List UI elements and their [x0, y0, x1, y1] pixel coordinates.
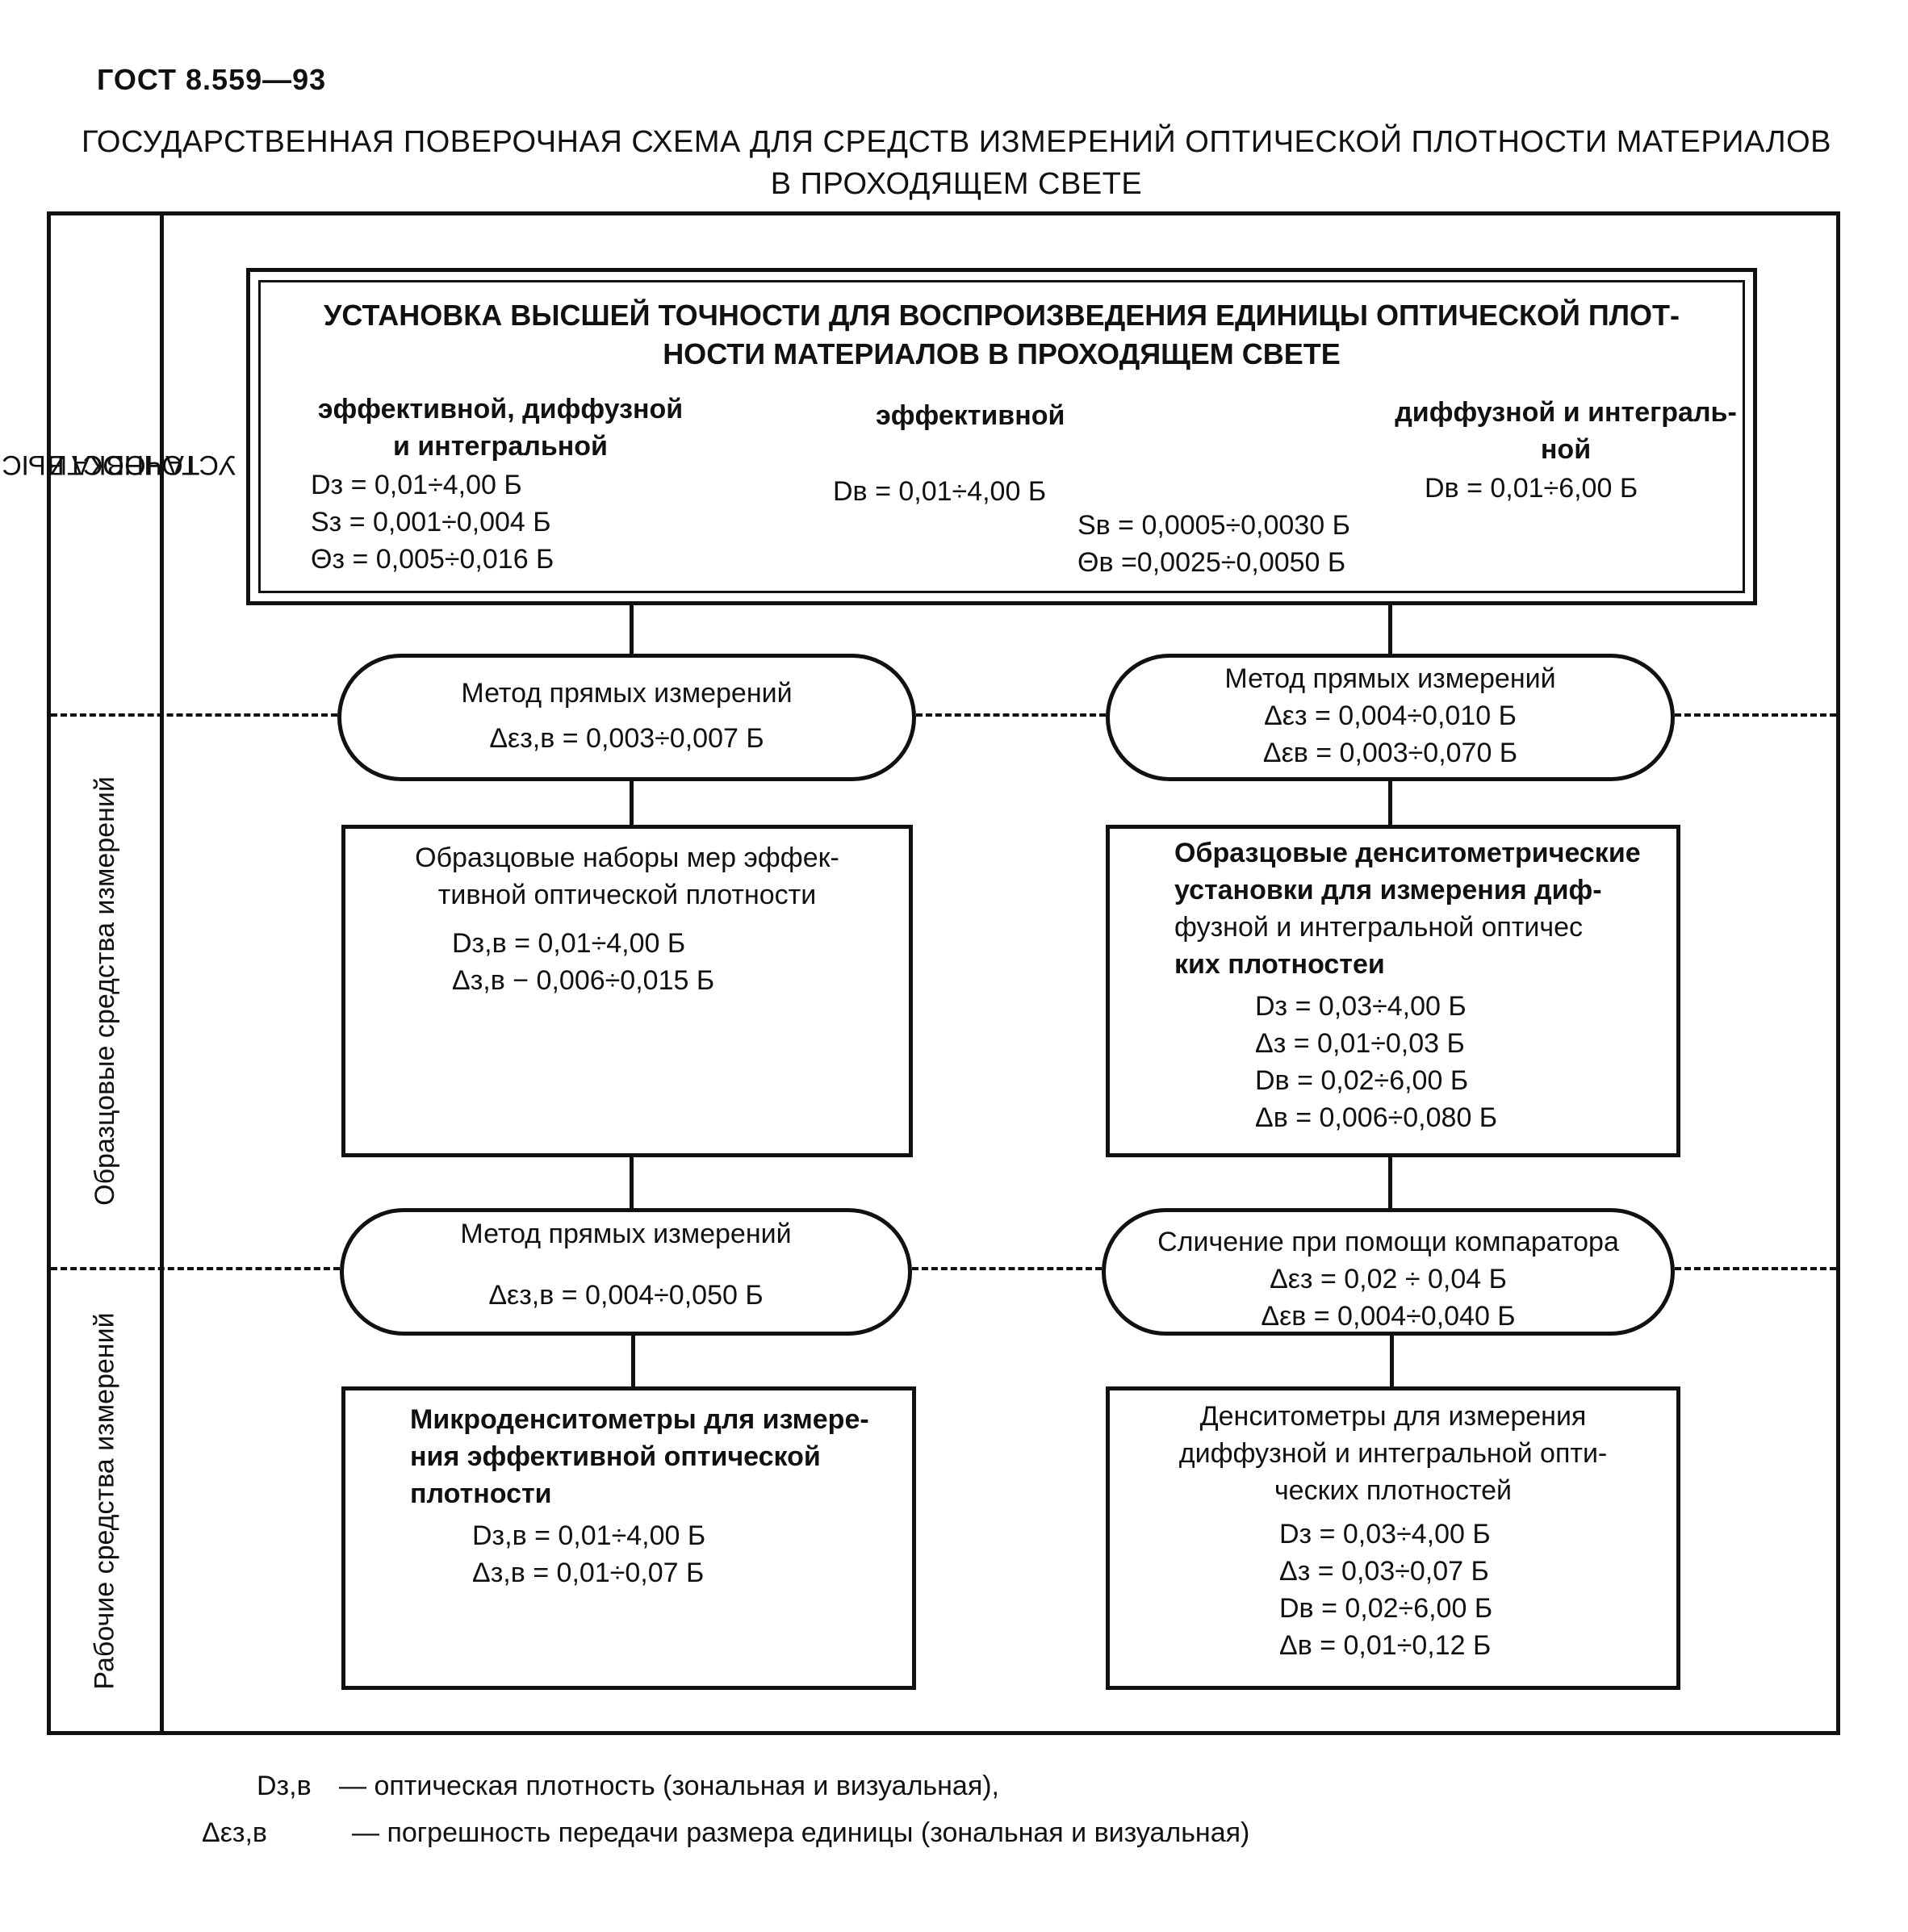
working-densitometers-values: Dз = 0,03÷4,00 Б Δз = 0,03÷0,07 Б Dв = 0… — [1279, 1519, 1493, 1661]
method-direct-right-1 — [1106, 654, 1675, 781]
method-direct-right-1-text: Метод прямых измерений Δεз = 0,004÷0,010… — [1224, 663, 1556, 768]
connector-top-left — [630, 605, 634, 655]
reference-measure-sets-text: Образцовые наборы мер эффек- тивной опти… — [415, 843, 839, 910]
title-line-2: В ПРОХОДЯЩЕМ СВЕТЕ — [770, 167, 1143, 201]
level-separator-1-right — [1675, 713, 1836, 717]
connector-method1-left — [630, 781, 634, 826]
primary-col3-value: Dв = 0,01÷6,00 Б — [1425, 473, 1638, 504]
reference-densitometric-setups-box — [1106, 825, 1680, 1157]
level-label-highest-precision: УСТАНОВКА ВЫСШЕЙ ТОЧНОСТИ — [0, 215, 236, 713]
primary-col3-heading: диффузной и интеграль- ной — [1395, 397, 1737, 465]
primary-standard-box: УСТАНОВКА ВЫСШЕЙ ТОЧНОСТИ ДЛЯ ВОСПРОИЗВЕ… — [246, 268, 1757, 605]
connector-method1-right — [1388, 781, 1392, 826]
connector-ref-left — [630, 1157, 634, 1209]
reference-densitometric-setups-values: Dз = 0,03÷4,00 Б Δз = 0,01÷0,03 Б Dв = 0… — [1255, 991, 1498, 1133]
legend-description-error: — погрешность передачи размера единицы (… — [352, 1817, 1250, 1848]
primary-col2-heading: эффективной — [876, 400, 1065, 431]
connector-ref-right — [1388, 1157, 1392, 1209]
primary-col1-heading: эффективной, диффузной и интегральной — [317, 394, 684, 462]
level-separator-2-right — [1675, 1267, 1836, 1270]
primary-col2-values: Sв = 0,0005÷0,0030 Б Θв =0,0025÷0,0050 Б — [1077, 510, 1350, 578]
legend-symbol-error: Δεз,в — [202, 1817, 267, 1848]
connector-method2-left — [631, 1336, 635, 1388]
level-label-reference: Образцовые средства измерений — [90, 776, 121, 1206]
reference-measure-sets-values: Dз,в = 0,01÷4,00 Б Δз,в − 0,006÷0,015 Б — [452, 928, 715, 996]
legend-symbol-density: Dз,в — [257, 1771, 312, 1801]
sidebar-divider — [160, 211, 164, 1735]
level-label-working: Рабочие средства измерений — [90, 1311, 120, 1690]
primary-standard-title: УСТАНОВКА ВЫСШЕЙ ТОЧНОСТИ ДЛЯ ВОСПРОИЗВЕ… — [324, 299, 1680, 370]
method-direct-left-2 — [340, 1208, 912, 1336]
reference-measure-sets-box — [341, 825, 913, 1157]
page-title: ГОСУДАРСТВЕННАЯ ПОВЕРОЧНАЯ СХЕМА ДЛЯ СРЕ… — [48, 121, 1864, 205]
method-direct-left-1-text: Метод прямых измерений Δεз,в = 0,003÷0,0… — [461, 678, 793, 754]
level-separator-1-mid — [916, 713, 1106, 717]
level-separator-2-left — [51, 1267, 340, 1270]
working-microdensitometers-values: Dз,в = 0,01÷4,00 Б Δз,в = 0,01÷0,07 Б — [472, 1520, 706, 1588]
working-densitometers-box — [1106, 1386, 1680, 1690]
primary-standard-inner-border — [258, 280, 1745, 593]
working-microdensitometers-text: Микроденситометры для измере- ния эффект… — [410, 1404, 869, 1509]
method-comparator-right-2 — [1102, 1208, 1675, 1336]
title-line-1: ГОСУДАРСТВЕННАЯ ПОВЕРОЧНАЯ СХЕМА ДЛЯ СРЕ… — [81, 125, 1831, 159]
method-comparator-right-2-text: Сличение при помощи компаратора Δεз = 0,… — [1157, 1227, 1619, 1332]
connector-top-right — [1388, 605, 1392, 655]
primary-col1-values: Dз = 0,01÷4,00 Б Sз = 0,001÷0,004 Б Θз =… — [311, 470, 554, 575]
reference-densitometric-setups-text: Образцовые денситометрические установки … — [1174, 838, 1641, 980]
method-direct-left-1 — [337, 654, 916, 781]
level-label-line-2: ТОЧНОСТИ — [47, 449, 199, 480]
working-densitometers-text: Денситометры для измерения диффузной и и… — [1178, 1401, 1608, 1506]
working-microdensitometers-box — [341, 1386, 916, 1690]
legend-description-density: — оптическая плотность (зональная и визу… — [339, 1771, 999, 1801]
primary-col2-value-density: Dв = 0,01÷4,00 Б — [833, 476, 1047, 507]
level-separator-2-mid — [912, 1267, 1102, 1270]
document-code: ГОСТ 8.559—93 — [97, 63, 327, 96]
method-direct-left-2-text: Метод прямых измерений Δεз,в = 0,004÷0,0… — [460, 1219, 792, 1311]
scheme-frame — [47, 211, 1840, 1735]
connector-method2-right — [1390, 1336, 1394, 1388]
level-separator-1-left — [51, 713, 337, 717]
